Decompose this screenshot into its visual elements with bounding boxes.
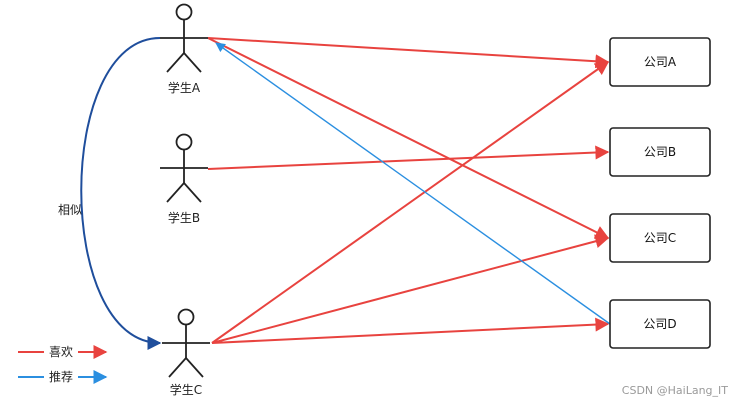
student-b-label: 学生B: [168, 210, 200, 225]
like-edge-student-c-company-d: [211, 317, 610, 344]
student-a-actor: [160, 3, 208, 73]
company-b-box: 公司B: [609, 127, 711, 177]
company-b-label: 公司B: [644, 145, 676, 159]
company-d-label: 公司D: [643, 317, 676, 331]
company-c-label: 公司C: [644, 231, 676, 245]
legend-recommend-label: 推荐: [49, 370, 73, 384]
student-c-actor: [162, 308, 210, 378]
similarity-edge: [80, 37, 162, 350]
student-b-actor: [160, 133, 208, 203]
like-edge-student-c-company-a: [211, 61, 610, 344]
company-a-box: 公司A: [609, 37, 711, 87]
like-edge-student-a-company-c: [207, 37, 610, 239]
like-edge-student-b-company-b: [207, 145, 610, 170]
legend-like-label: 喜欢: [49, 344, 73, 359]
similarity-label: 相似: [58, 203, 82, 217]
company-a-label: 公司A: [644, 55, 677, 69]
like-edge-student-a-company-a: [207, 37, 610, 69]
watermark: CSDN @HaiLang_IT: [622, 384, 728, 397]
student-a-label: 学生A: [168, 80, 201, 95]
company-c-box: 公司C: [609, 213, 711, 263]
legend: 喜欢 推荐: [18, 344, 108, 384]
like-edge-student-c-company-c: [211, 234, 610, 344]
recommend-edge-company-d-student-a: [215, 42, 611, 325]
student-c-label: 学生C: [170, 382, 202, 397]
company-d-box: 公司D: [609, 299, 711, 349]
edges-layer: [207, 37, 611, 344]
